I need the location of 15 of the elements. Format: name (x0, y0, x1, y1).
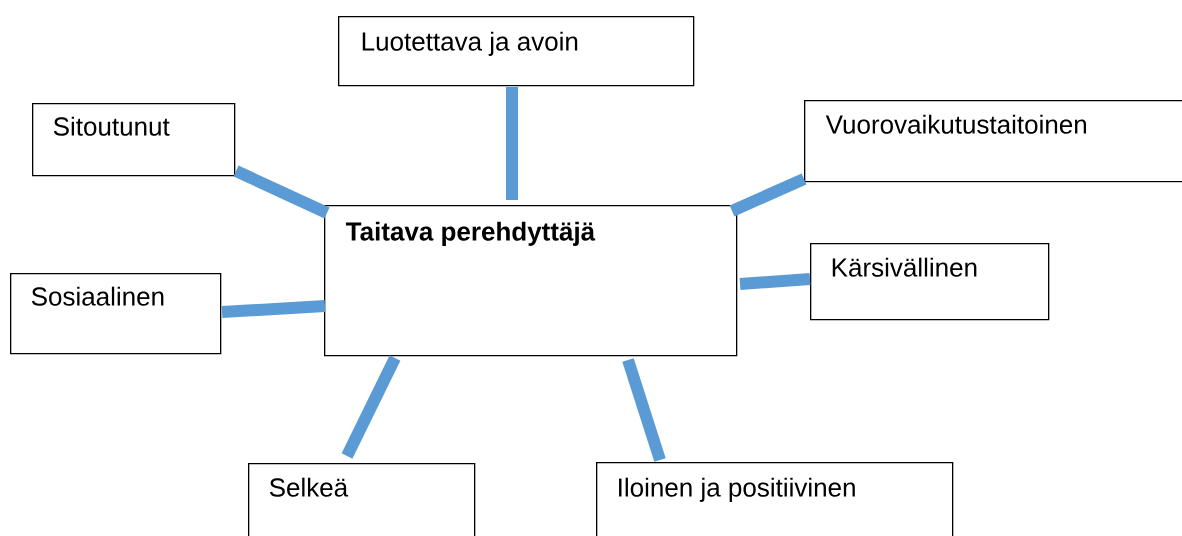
trait-box: Selkeä (248, 463, 476, 536)
trait-box: Kärsivällinen (810, 243, 1050, 321)
connector-line (739, 273, 811, 290)
connector-line (506, 87, 518, 200)
connector-line (221, 300, 326, 318)
trait-box: Sosiaalinen (10, 273, 222, 355)
connector-line (341, 355, 401, 459)
trait-box: Sitoutunut (32, 103, 236, 177)
connector-line (729, 173, 807, 217)
connector-line (622, 358, 666, 462)
trait-box: Iloinen ja positiivinen (596, 462, 954, 536)
trait-box: Vuorovaikutustaitoinen (804, 100, 1182, 183)
trait-box: Luotettava ja avoin (338, 16, 695, 87)
central-box: Taitava perehdyttäjä (324, 205, 738, 357)
connector-line (233, 165, 330, 219)
